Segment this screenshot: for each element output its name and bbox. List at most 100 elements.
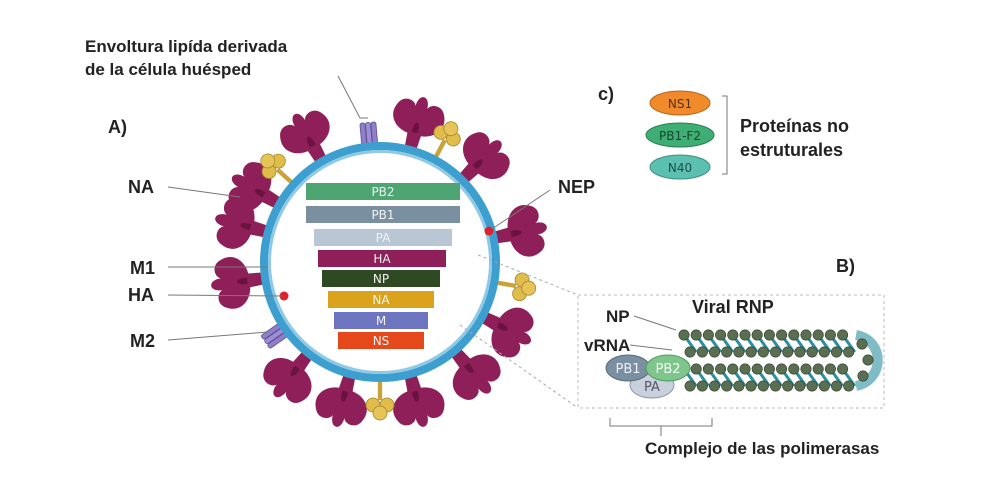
np-bead: [684, 380, 696, 392]
np-bead: [776, 363, 788, 375]
envelope-label-line1: Envoltura lipída derivada: [85, 37, 288, 56]
np-bead: [812, 363, 824, 375]
np-bead: [856, 338, 868, 350]
np-bead: [696, 346, 708, 358]
np-bead: [751, 329, 763, 341]
np-bead: [806, 380, 818, 392]
np-bead: [739, 363, 751, 375]
np-bead: [690, 329, 702, 341]
np-bead: [843, 346, 855, 358]
nonstructural-label-line1: Proteínas no: [740, 116, 849, 136]
np-bead: [843, 380, 855, 392]
segment-na-bar: [328, 291, 434, 308]
np-bead: [818, 380, 830, 392]
segment-pa-label: PA: [376, 231, 391, 245]
segment-pb2-label: PB2: [371, 185, 394, 199]
segment-ha-bar: [318, 250, 446, 267]
polymerase-complex: PA PB1 PB2: [605, 354, 691, 399]
segment-np-label: NP: [373, 272, 389, 286]
m1-matrix-layer: [268, 150, 492, 374]
np-bead: [763, 363, 775, 375]
np-bead: [794, 346, 806, 358]
segment-m-label: M: [376, 314, 386, 328]
segment-np-bar: [322, 270, 440, 287]
np-bead: [690, 363, 702, 375]
np-bead: [721, 346, 733, 358]
np-bead: [757, 346, 769, 358]
np-bead: [824, 329, 836, 341]
np-bead: [769, 380, 781, 392]
np-bead: [824, 363, 836, 375]
rnp-zoom-box: [577, 294, 885, 409]
segment-ns-label: NS: [373, 334, 390, 348]
segment-na-label: NA: [372, 293, 390, 307]
segment-m-bar: [334, 312, 428, 329]
polymerase-complex-label: Complejo de las polimerasas: [645, 439, 879, 458]
np-bead: [678, 329, 690, 341]
pb2-subunit: [645, 354, 691, 382]
viral-rnp-label: Viral RNP: [692, 297, 774, 317]
np-bead: [763, 329, 775, 341]
np-bead: [837, 329, 849, 341]
np-bead: [721, 380, 733, 392]
rnp-loop: [854, 330, 883, 391]
ns1-protein: [649, 90, 711, 116]
np-bead: [800, 329, 812, 341]
np-bead: [702, 363, 714, 375]
n40-protein: [649, 154, 711, 180]
segment-pb1-label: PB1: [371, 208, 394, 222]
np-bead: [782, 380, 794, 392]
m2-label: M2: [130, 331, 155, 351]
nonstructural-label-line2: estruturales: [740, 140, 843, 160]
nep-dot-2: [279, 291, 289, 301]
nonstructural-proteins: NS1 PB1-F2 N40: [645, 90, 715, 180]
np-bead: [776, 329, 788, 341]
np-bead: [806, 346, 818, 358]
np-bead: [837, 363, 849, 375]
np-bead: [733, 380, 745, 392]
np-bead: [745, 346, 757, 358]
np-bead: [708, 346, 720, 358]
np-bead: [727, 363, 739, 375]
section-c-label: c): [598, 84, 614, 104]
n40-label: N40: [668, 161, 692, 175]
np-bead: [751, 363, 763, 375]
na-label: NA: [128, 177, 154, 197]
pb1f2-protein: [645, 122, 715, 148]
pb1f2-label: PB1-F2: [659, 129, 701, 143]
section-a-label: A): [108, 117, 127, 137]
viral-rnp: [678, 329, 883, 392]
np-bead: [830, 380, 842, 392]
np-bead: [818, 346, 830, 358]
np-label: NP: [606, 307, 630, 326]
np-bead: [696, 380, 708, 392]
pa-label: PA: [644, 380, 660, 395]
nep-dot: [484, 226, 494, 236]
np-bead: [715, 363, 727, 375]
np-bead: [727, 329, 739, 341]
np-bead: [857, 370, 869, 382]
segment-ns-bar: [338, 332, 424, 349]
np-bead: [794, 380, 806, 392]
nep-label: NEP: [558, 177, 595, 197]
np-bead: [800, 363, 812, 375]
np-bead: [862, 354, 874, 366]
np-bead: [757, 380, 769, 392]
np-bead: [708, 380, 720, 392]
np-bead: [782, 346, 794, 358]
np-bead: [769, 346, 781, 358]
np-bead: [702, 329, 714, 341]
np-bead: [788, 363, 800, 375]
segment-pb2-bar: [306, 183, 460, 200]
np-bead: [739, 329, 751, 341]
envelope-label-line2: de la célula huésped: [85, 60, 251, 79]
np-bead: [715, 329, 727, 341]
np-bead: [745, 380, 757, 392]
np-bead: [830, 346, 842, 358]
np-bead: [684, 346, 696, 358]
ns1-label: NS1: [668, 97, 692, 111]
